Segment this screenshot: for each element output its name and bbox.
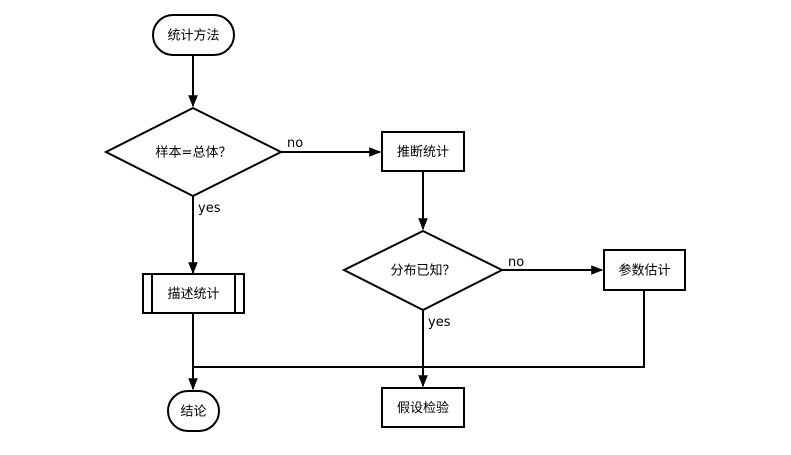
hypothesis-test-label: 假设检验 (397, 400, 449, 416)
descriptive-process-box (142, 273, 245, 314)
conclusion-terminator (167, 390, 220, 432)
sample-no-label: no (287, 136, 303, 151)
distribution-yes-label: yes (428, 315, 451, 330)
hypothesis-test-box (381, 387, 465, 428)
sample-yes-label: yes (198, 201, 221, 216)
descriptive-label: 描述统计 (167, 287, 219, 302)
sample-decision-label: 样本=总体？ (156, 146, 232, 161)
start-terminator (152, 14, 235, 56)
edge-parameter-return (193, 291, 645, 368)
sample-decision-diamond (103, 106, 284, 198)
inferential-process-box (381, 131, 465, 172)
inferential-label: 推断统计 (397, 145, 449, 160)
parameter-estimation-label: 参数估计 (618, 263, 670, 279)
conclusion-label: 结论 (180, 405, 206, 420)
distribution-decision-diamond (341, 229, 505, 312)
parameter-estimation-box (603, 249, 686, 291)
start-label: 统计方法 (167, 28, 219, 44)
distribution-no-label: no (508, 255, 524, 270)
distribution-decision-label: 分布已知？ (390, 263, 455, 279)
